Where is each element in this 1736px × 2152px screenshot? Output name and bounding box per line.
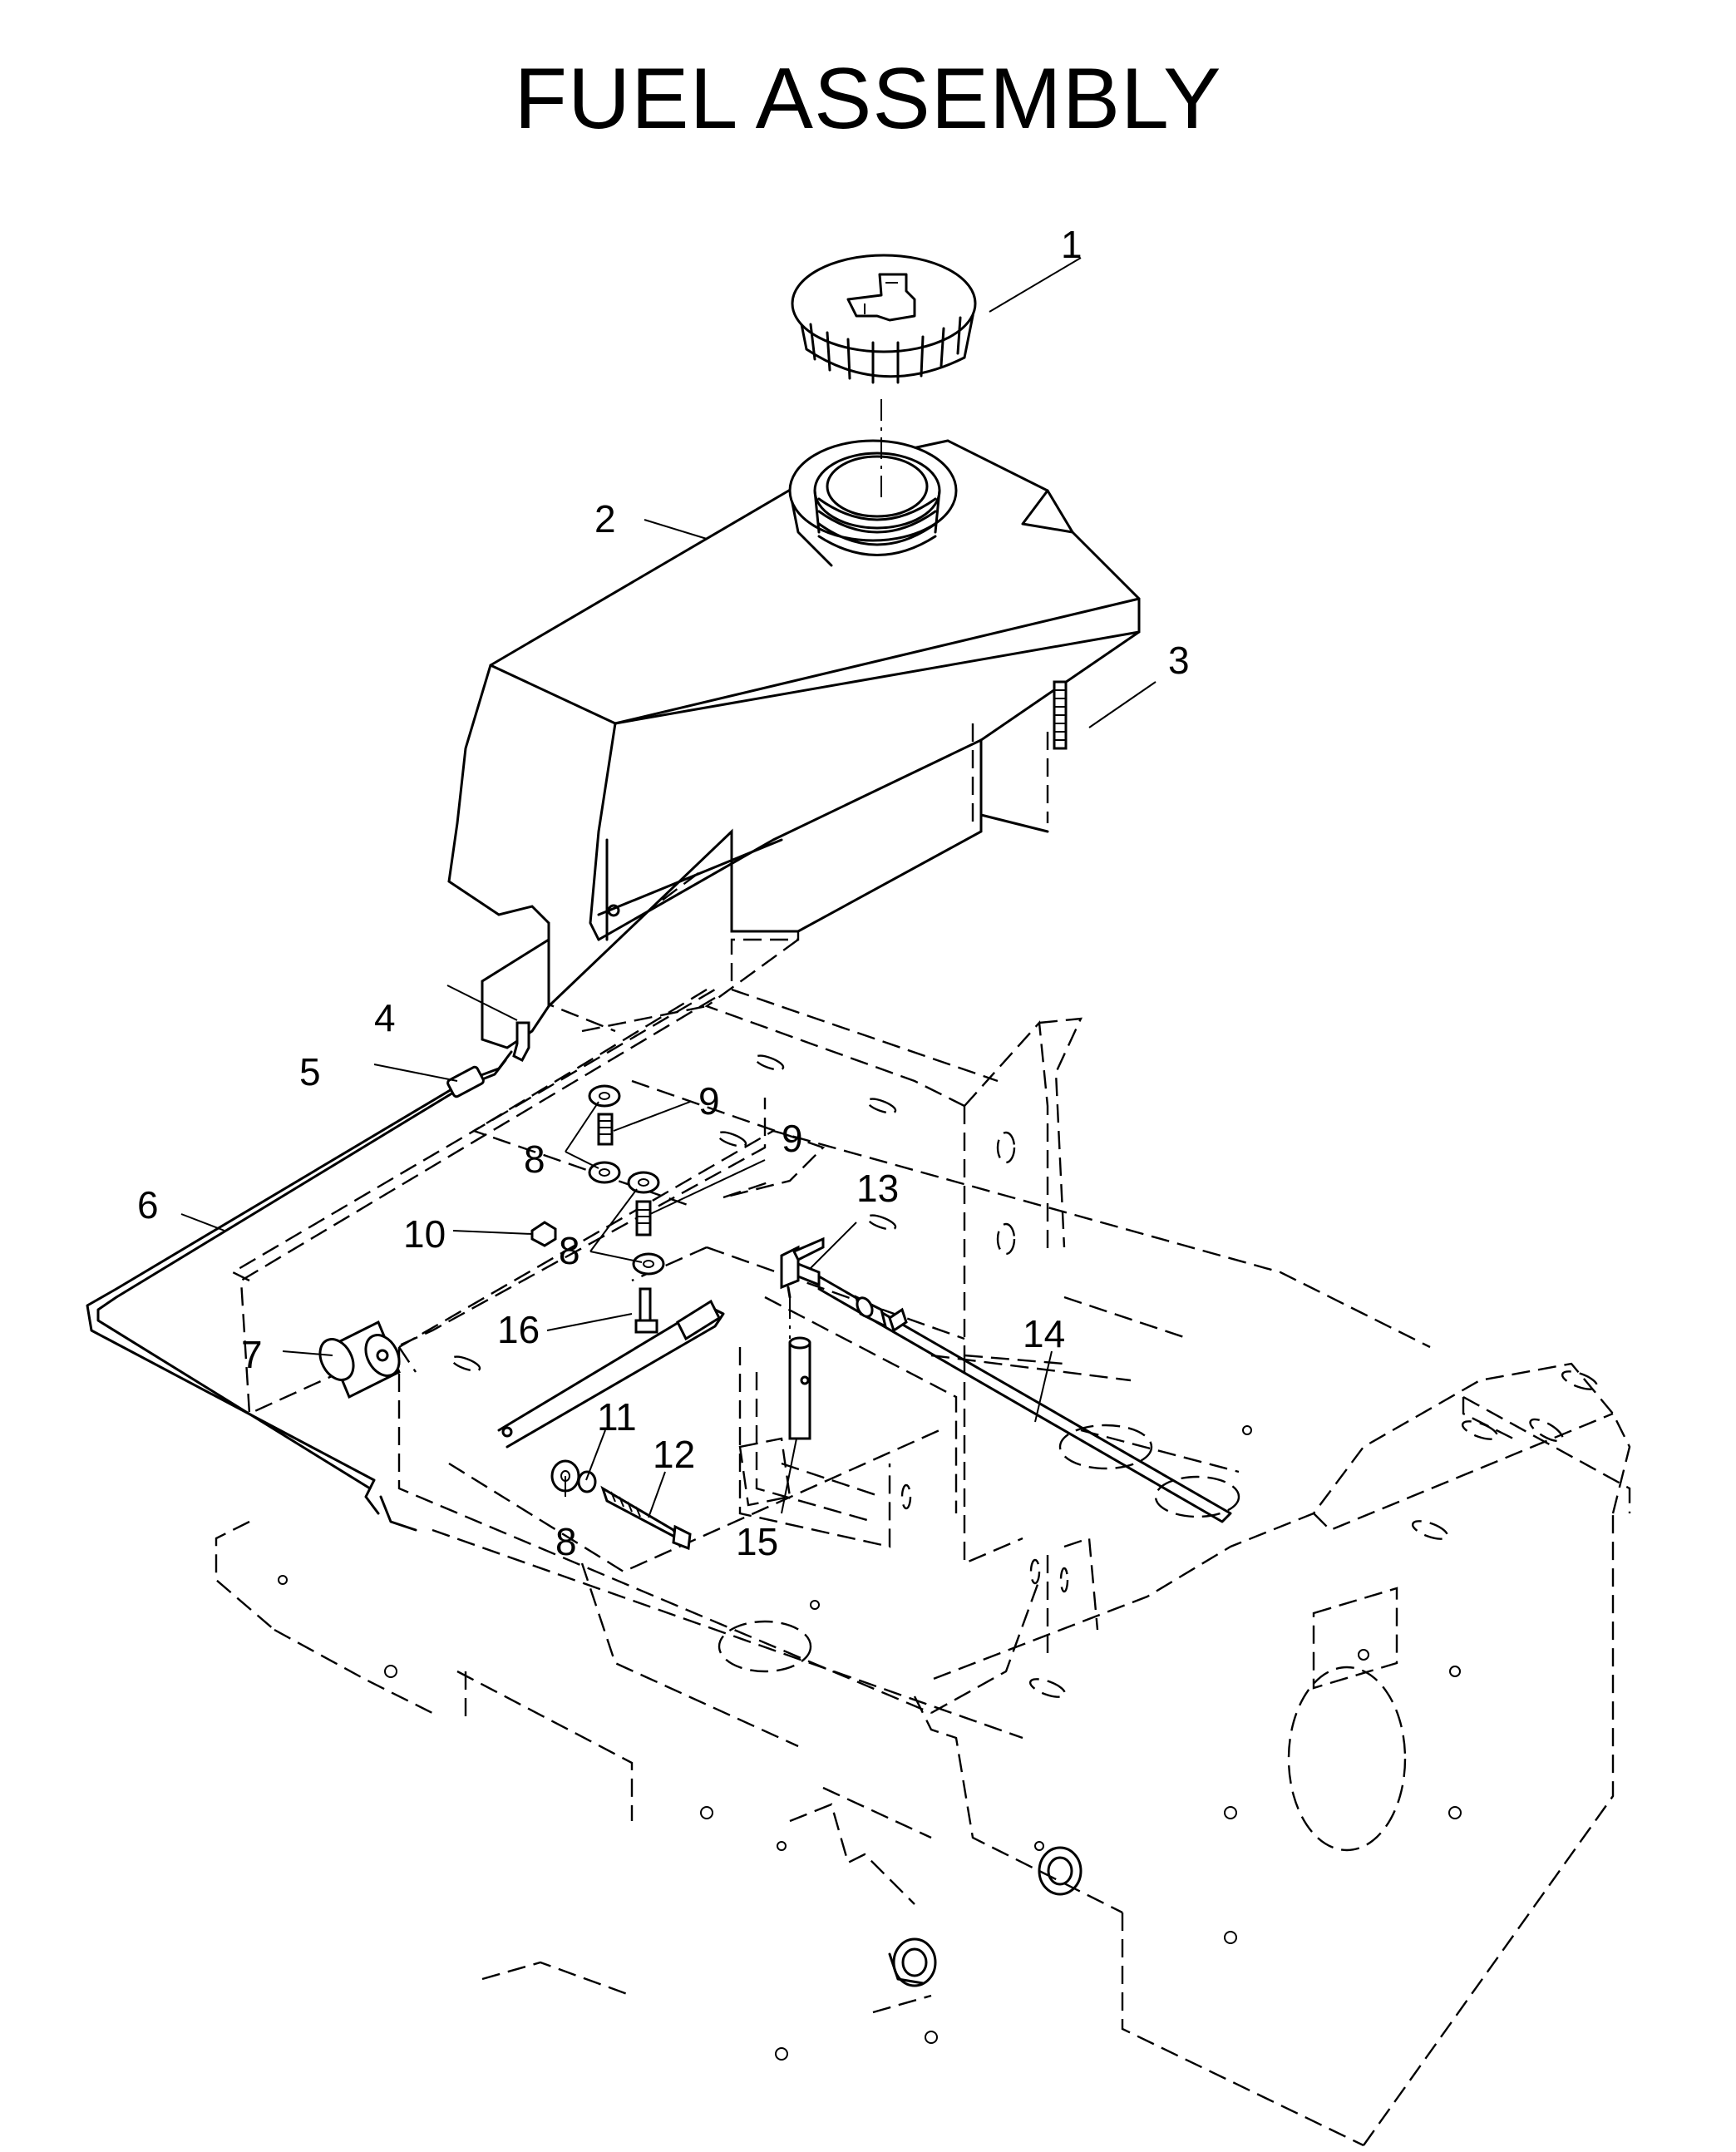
bolt-16 [634, 1287, 658, 1334]
callout-8a: 8 [524, 1138, 545, 1181]
leader-lines [180, 257, 1157, 1518]
callout-5: 5 [299, 1050, 321, 1093]
bracket-rod [497, 1299, 725, 1551]
frame-chassis [215, 1017, 1631, 2147]
callout-13: 13 [856, 1167, 899, 1210]
callout-4: 4 [374, 996, 396, 1039]
callout-6: 6 [137, 1183, 159, 1227]
fuel-tank [447, 439, 1141, 1049]
callout-9a: 9 [698, 1079, 720, 1123]
callout-labels: 1 2 3 4 5 6 7 8 8 8 9 9 10 11 12 13 14 1… [137, 223, 1190, 1563]
callout-7: 7 [241, 1333, 263, 1376]
fuel-cap [791, 254, 977, 384]
callout-3: 3 [1168, 639, 1190, 682]
callout-11: 11 [597, 1395, 637, 1439]
mounting-stud [1053, 680, 1068, 750]
fuel-hose [86, 1021, 530, 1532]
callout-8c: 8 [555, 1520, 577, 1563]
shutoff-valve [780, 1236, 1232, 1523]
callout-10: 10 [403, 1212, 446, 1256]
callout-8b: 8 [559, 1229, 580, 1272]
fuel-filter [318, 1320, 401, 1399]
page-title: FUEL ASSEMBLY [514, 51, 1222, 147]
callout-16: 16 [497, 1308, 540, 1351]
callout-12: 12 [653, 1433, 695, 1476]
washers-spacers [530, 1084, 665, 1276]
callout-14: 14 [1023, 1312, 1065, 1355]
callout-9b: 9 [782, 1117, 803, 1160]
callout-1: 1 [1061, 223, 1083, 266]
callout-2: 2 [594, 497, 616, 540]
callout-15: 15 [736, 1520, 778, 1563]
